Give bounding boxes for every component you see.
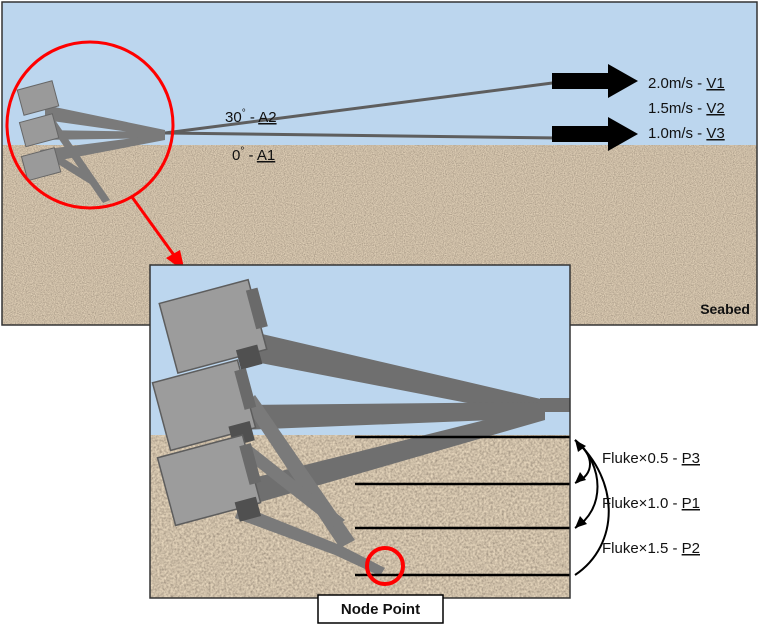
current-arrow-v1: [552, 64, 638, 98]
zoom-shank-middle: [242, 445, 345, 528]
zoom-line-connector: [540, 398, 570, 412]
seabed-label: Seabed: [700, 301, 750, 317]
mooring-line-a2: [164, 80, 561, 135]
zoom-shank-lower: [235, 505, 385, 576]
penetration-p1-label: Fluke×1.0 - P1: [602, 495, 700, 512]
node-point-marker: [365, 546, 405, 586]
bracket-arrowhead-p2: [575, 516, 587, 528]
zoom-anchor-middle: [151, 359, 257, 452]
angle-a2-label: 30° - A2: [225, 108, 277, 126]
anchor-group-small: [16, 80, 165, 203]
zoom-line-upper: [245, 330, 545, 418]
current-arrow-v3: [552, 117, 638, 151]
zoom-line-middle: [240, 402, 545, 430]
mooring-line-a1: [164, 131, 561, 140]
penetration-p3-label: Fluke×0.5 - P3: [602, 450, 700, 467]
overview-panel: 30° - A2 0° - A1 2.0m/s - V1 1.5m/s - V2…: [2, 2, 757, 325]
penetration-p2-label: Fluke×1.5 - P2: [602, 540, 700, 557]
zoom-panel: [150, 265, 570, 598]
velocity-v2-label: 1.5m/s - V2: [648, 100, 725, 117]
velocity-v1-label: 2.0m/s - V1: [648, 75, 725, 92]
zoom-line-lower: [245, 405, 545, 505]
zoom-anchor-upper: [158, 278, 268, 374]
node-point-label: Node Point: [341, 601, 420, 618]
bracket-p3-p2: [574, 439, 599, 529]
zoom-focus-circle: [5, 40, 175, 210]
angle-a1-label: 0° - A1: [232, 146, 275, 164]
zoom-pointer-line: [130, 196, 178, 259]
bracket-arrowhead-top: [575, 440, 586, 452]
bracket-arrowhead-p1: [575, 472, 586, 483]
node-point-callout: Node Point: [317, 594, 444, 624]
water-region: [2, 2, 757, 145]
zoom-anchor-lower: [156, 434, 262, 527]
velocity-v3-label: 1.0m/s - V3: [648, 125, 725, 142]
bracket-p3-node: [574, 439, 610, 576]
